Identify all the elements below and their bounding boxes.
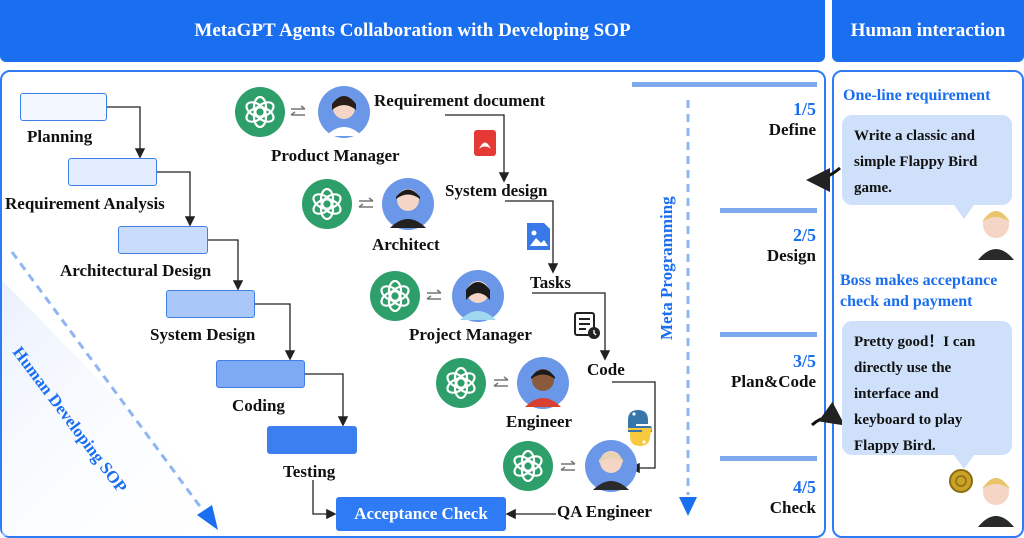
image-file-icon <box>527 223 550 250</box>
stage-check-number: 4/5 <box>792 477 816 497</box>
agent-connectors <box>445 114 656 520</box>
artifact-tasks: Tasks <box>530 273 571 292</box>
feedback-arrow-icon <box>810 401 845 427</box>
meta-arrowhead <box>679 497 697 516</box>
sop-connectors <box>107 106 349 520</box>
acceptance-check-label: Acceptance Check <box>354 504 488 523</box>
sop-arrowhead <box>197 505 218 530</box>
role-architect: Architect <box>372 235 440 254</box>
main-title-banner: MetaGPT Agents Collaboration with Develo… <box>0 0 825 62</box>
exchange-icons <box>290 105 576 471</box>
feedback-bubble: Pretty good！I can directly use the inter… <box>842 321 1012 469</box>
role-project-manager: Project Manager <box>409 325 532 344</box>
task-list-icon <box>574 312 600 339</box>
sop-step-planning: Planning <box>27 127 93 146</box>
engineer-avatar-icon <box>517 357 569 409</box>
sop-step-system-design: System Design <box>150 325 256 344</box>
boss-avatar-2-icon <box>978 478 1014 527</box>
sop-backdrop <box>2 280 250 536</box>
product-manager-avatar-icon <box>318 86 370 138</box>
stage-check: 4/5 Check <box>770 477 816 518</box>
openai-architect-icon <box>302 179 352 229</box>
pdf-icon <box>474 130 496 156</box>
sop-box-architectural-design <box>118 226 208 254</box>
stage-define-name: Define <box>768 120 816 139</box>
main-title: MetaGPT Agents Collaboration with Develo… <box>194 20 631 41</box>
stage-plan-code-number: 3/5 <box>792 351 816 371</box>
requirement-text: Write a classic and simple Flappy Bird g… <box>854 128 978 196</box>
project-manager-avatar-icon <box>452 270 504 322</box>
sop-box-requirement-analysis <box>68 158 157 186</box>
requirement-arrow-icon <box>806 166 841 192</box>
stage-plan-code: 3/5 Plan&Code <box>731 351 816 392</box>
sop-box-planning <box>20 93 107 121</box>
openai-qa-engineer-icon <box>503 441 553 491</box>
sop-box-coding <box>216 360 305 388</box>
acceptance-check-box: Acceptance Check <box>336 497 506 531</box>
stage-define-number: 1/5 <box>792 99 816 119</box>
meta-programming-label: Meta Programming <box>657 196 676 340</box>
boss-avatar-icon <box>978 211 1014 260</box>
artifact-code: Code <box>587 360 625 379</box>
openai-icons <box>235 87 553 491</box>
role-engineer: Engineer <box>506 412 573 431</box>
sop-box-testing <box>267 426 357 454</box>
sop-step-coding: Coding <box>232 396 285 415</box>
stage-design-name: Design <box>766 246 816 265</box>
architect-avatar-icon <box>382 178 434 230</box>
feedback-text: Pretty good！I can directly use the inter… <box>854 334 976 454</box>
stage-design-number: 2/5 <box>792 225 816 245</box>
stage-design: 2/5 Design <box>767 225 816 266</box>
sop-step-requirement-analysis: Requirement Analysis <box>5 194 165 213</box>
sop-box-system-design <box>166 290 255 318</box>
boss-title: Boss makes acceptance check and payment <box>840 272 998 310</box>
stage-dividers <box>632 82 817 461</box>
role-avatars <box>318 86 637 492</box>
artifact-system-design: System design <box>445 181 548 200</box>
requirement-title: One-line requirement <box>843 87 991 104</box>
role-product-manager: Product Manager <box>271 146 400 165</box>
openai-project-manager-icon <box>370 271 420 321</box>
artifact-requirement-document: Requirement document <box>374 91 546 110</box>
openai-product-manager-icon <box>235 87 285 137</box>
side-title-banner: Human interaction <box>832 0 1024 62</box>
coin-icon <box>949 469 973 493</box>
side-title: Human interaction <box>850 20 1006 41</box>
openai-engineer-icon <box>436 358 486 408</box>
python-icon <box>628 410 652 446</box>
qa-engineer-avatar-icon <box>585 440 637 492</box>
requirement-bubble: Write a classic and simple Flappy Bird g… <box>842 115 1012 219</box>
stage-check-name: Check <box>769 498 816 517</box>
sop-step-testing: Testing <box>283 462 336 481</box>
stage-plan-code-name: Plan&Code <box>731 372 816 391</box>
stage-define: 1/5 Define <box>769 99 816 140</box>
role-qa-engineer: QA Engineer <box>557 502 652 521</box>
sop-step-architectural-design: Architectural Design <box>60 261 212 280</box>
